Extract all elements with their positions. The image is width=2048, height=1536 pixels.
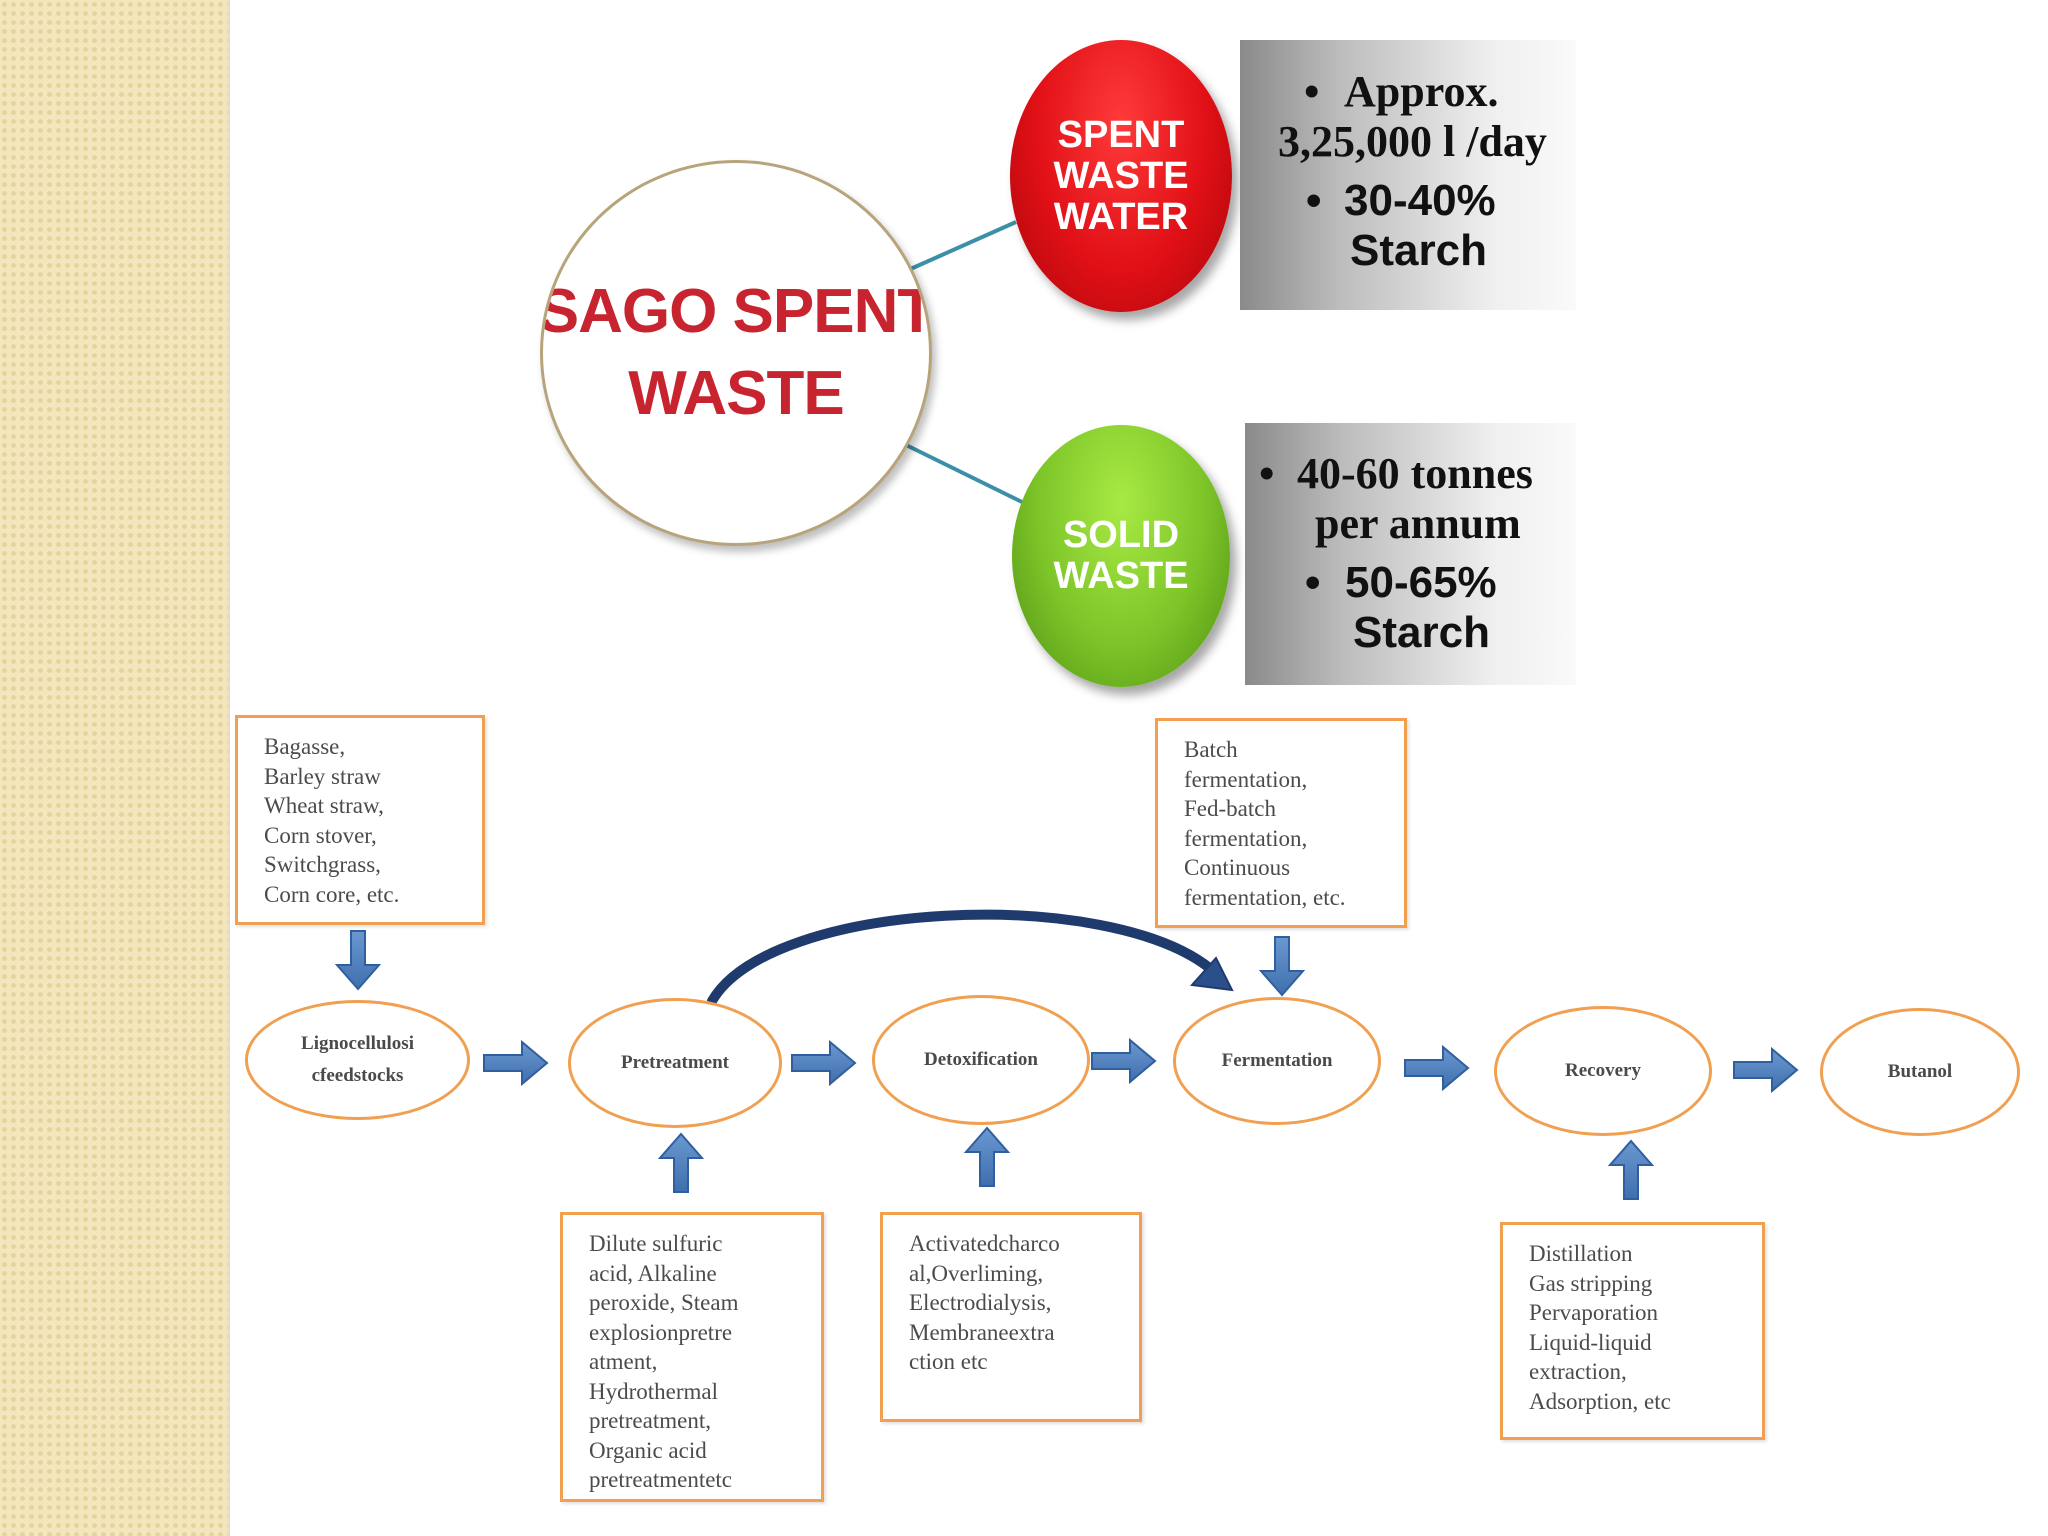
recovery-method: Adsorption, etc <box>1529 1388 1671 1414</box>
feedstock-examples-box: Bagasse, Barley straw Wheat straw, Corn … <box>235 715 485 925</box>
spent-water-info-box: • Approx. 3,25,000 l /day • 30-40% Starc… <box>1240 40 1576 310</box>
recovery-method: Liquid-liquid <box>1529 1329 1652 1355</box>
fermentation-mode: Fed-batch <box>1184 796 1276 821</box>
node-pretreatment-label: Pretreatment <box>621 1052 729 1073</box>
pretreatment-method: Organic acid <box>589 1437 707 1463</box>
spent-water-starch-line-1: 30-40% <box>1344 176 1496 225</box>
node-pretreatment: Pretreatment <box>568 998 782 1128</box>
spent-water-label-3: WATER <box>1053 195 1189 238</box>
node-feedstock-line-2: cfeedstocks <box>311 1065 404 1086</box>
fermentation-mode: fermentation, <box>1184 766 1308 792</box>
connector-to-solid-waste <box>901 441 1023 504</box>
solid-waste-label-2: WASTE <box>1053 555 1189 597</box>
main-title-line-1: SAGO SPENT <box>540 277 932 346</box>
curved-bypass-arrow-icon <box>707 909 1217 1006</box>
pretreatment-method: pretreatmentetc <box>589 1467 733 1492</box>
fermentation-mode: Continuous <box>1184 855 1291 880</box>
pretreatment-method: pretreatment, <box>589 1408 711 1433</box>
node-butanol: Butanol <box>1820 1008 2020 1136</box>
pretreatment-method: Hydrothermal <box>589 1378 719 1404</box>
sago-spent-waste-circle: SAGO SPENT WASTE <box>540 160 932 546</box>
solid-waste-node: SOLID WASTE <box>1012 425 1230 687</box>
node-butanol-label: Butanol <box>1887 1061 1953 1082</box>
feedstock-example: Barley straw <box>264 763 381 789</box>
solid-waste-quantity-line-1: 40-60 tonnes <box>1297 449 1533 498</box>
fermentation-mode: Batch <box>1184 737 1238 762</box>
arrow-right-5-icon <box>1733 1046 1799 1094</box>
detox-method: al,Overliming, <box>909 1260 1044 1286</box>
node-lignocellulosic-feedstocks: Lignocellulosi cfeedstocks <box>245 1000 470 1120</box>
node-detoxification: Detoxification <box>872 995 1090 1125</box>
arrow-down-feedstock-icon <box>334 930 382 991</box>
solid-waste-info-box: • 40-60 tonnes per annum • 50-65% Starch <box>1245 423 1576 685</box>
side-strip-edge <box>228 0 230 1536</box>
feedstock-example: Corn stover, <box>264 822 377 848</box>
pretreatment-method: explosionpretre <box>589 1319 733 1345</box>
feedstock-example: Wheat straw, <box>264 793 384 818</box>
recovery-method: Pervaporation <box>1529 1300 1659 1325</box>
decorative-side-strip <box>0 0 228 1536</box>
pretreatment-method: peroxide, Steam <box>589 1290 739 1315</box>
node-recovery: Recovery <box>1494 1006 1712 1136</box>
node-detox-label: Detoxification <box>924 1049 1038 1070</box>
solid-waste-label-1: SOLID <box>1062 514 1180 556</box>
spent-water-label-1: SPENT <box>1057 113 1185 156</box>
arrow-right-2-icon <box>791 1039 857 1087</box>
arrow-down-fermentation-icon <box>1258 936 1306 997</box>
curved-bypass-arrowhead-icon <box>1189 956 1234 992</box>
pretreatment-method: acid, Alkaline <box>589 1260 717 1286</box>
arrow-right-3-icon <box>1091 1037 1157 1085</box>
recovery-methods-box: Distillation Gas stripping Pervaporation… <box>1500 1222 1765 1440</box>
connector-to-spent-water <box>905 220 1017 273</box>
detox-method: Electrodialysis, <box>909 1290 1052 1315</box>
node-fermentation: Fermentation <box>1173 997 1381 1125</box>
arrow-right-1-icon <box>483 1039 549 1087</box>
pretreatment-method: atment, <box>589 1349 658 1374</box>
spent-water-label-2: WASTE <box>1053 154 1189 197</box>
recovery-method: Distillation <box>1529 1241 1633 1266</box>
feedstock-example: Corn core, etc. <box>264 881 400 907</box>
node-fermentation-label: Fermentation <box>1221 1050 1333 1071</box>
fermentation-mode: fermentation, etc. <box>1184 884 1346 910</box>
spent-water-volume-line-1: Approx. <box>1344 67 1499 116</box>
solid-waste-quantity-line-2: per annum <box>1315 499 1521 548</box>
detox-method: ction etc <box>909 1349 988 1374</box>
arrow-up-detox-icon <box>963 1126 1011 1187</box>
bullet-marker: • <box>1259 449 1275 498</box>
arrow-right-4-icon <box>1404 1044 1470 1092</box>
main-title-line-2: WASTE <box>628 359 844 428</box>
pretreatment-method: Dilute sulfuric <box>589 1231 723 1256</box>
recovery-method: extraction, <box>1529 1359 1627 1384</box>
detox-method: Activatedcharco <box>909 1231 1060 1256</box>
detox-method: Membraneextra <box>909 1319 1055 1345</box>
spent-waste-water-node: SPENT WASTE WATER <box>1010 40 1232 312</box>
spent-water-starch-line-2: Starch <box>1350 226 1487 275</box>
solid-waste-starch-line-1: 50-65% <box>1345 558 1497 607</box>
recovery-method: Gas stripping <box>1529 1270 1653 1296</box>
node-feedstock-line-1: Lignocellulosi <box>301 1033 414 1054</box>
feedstock-example: Switchgrass, <box>264 852 381 877</box>
fermentation-modes-box: Batch fermentation, Fed-batch fermentati… <box>1155 718 1407 928</box>
node-recovery-label: Recovery <box>1565 1060 1641 1081</box>
bullet-marker: • <box>1304 67 1320 116</box>
fermentation-mode: fermentation, <box>1184 825 1308 851</box>
bullet-marker: • <box>1305 558 1321 607</box>
detox-methods-box: Activatedcharco al,Overliming, Electrodi… <box>880 1212 1142 1422</box>
arrow-up-pretreatment-icon <box>657 1132 705 1193</box>
feedstock-example: Bagasse, <box>264 734 346 759</box>
solid-waste-starch-line-2: Starch <box>1353 608 1490 657</box>
arrow-up-recovery-icon <box>1607 1139 1655 1200</box>
spent-water-volume-line-2: 3,25,000 l /day <box>1278 117 1547 166</box>
bullet-marker: • <box>1306 176 1322 225</box>
pretreatment-methods-box: Dilute sulfuric acid, Alkaline peroxide,… <box>560 1212 824 1502</box>
